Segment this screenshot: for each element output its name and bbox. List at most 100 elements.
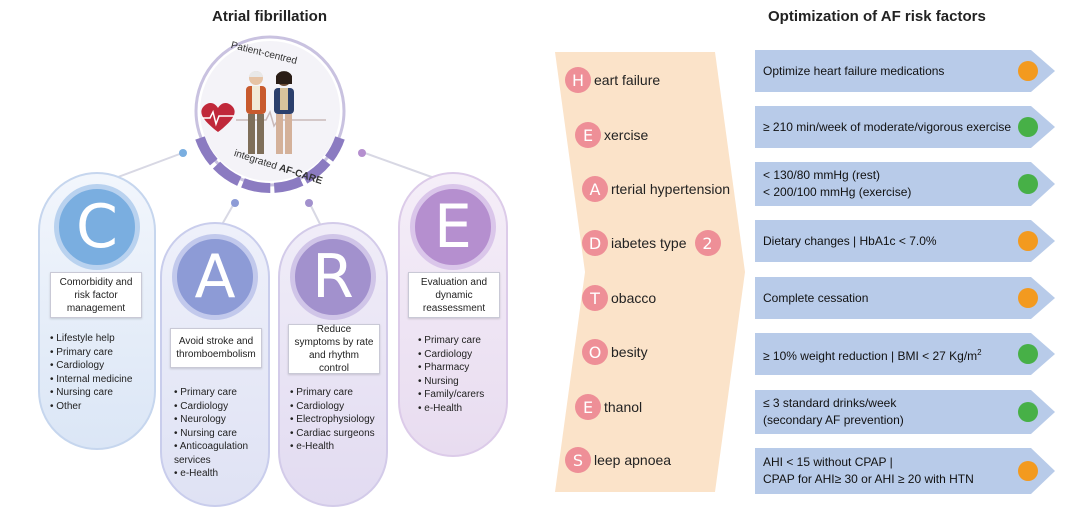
target-tobacco: Complete cessation <box>755 277 1055 319</box>
risk-factor-letter: E <box>575 394 601 420</box>
risk-factor-letter: D <box>582 230 608 256</box>
pillar-r-description: Reduce symptoms by rate and rhythm contr… <box>288 324 380 374</box>
pillar-a-list: Primary care Cardiology Neurology Nursin… <box>174 386 266 481</box>
pillar-r-list: Primary care Cardiology Electrophysiolog… <box>290 386 375 454</box>
pillar-e-list: Primary care Cardiology Pharmacy Nursing… <box>418 334 484 415</box>
pillar-c: C Comorbidity and risk factor management… <box>38 172 156 450</box>
risk-factor-diabetes: D iabetes type 2 <box>582 228 724 258</box>
list-item: Internal medicine <box>50 373 132 387</box>
pillar-r: R Reduce symptoms by rate and rhythm con… <box>278 222 388 507</box>
target-sleep-apnoea: AHI < 15 without CPAP | CPAP for AHI≥ 30 … <box>755 448 1055 494</box>
risk-factor-label: iabetes type <box>611 235 687 251</box>
connector-dot-e <box>358 149 366 157</box>
list-item: Cardiology <box>50 359 132 373</box>
list-item: Nursing care <box>50 386 132 400</box>
list-item: Nursing care <box>174 427 266 441</box>
pillar-r-letter: R <box>290 234 376 320</box>
target-hypertension: < 130/80 mmHg (rest) < 200/100 mmHg (exer… <box>755 162 1055 206</box>
target-superscript: 2 <box>977 347 982 357</box>
risk-factor-exercise: E xercise <box>575 120 648 150</box>
target-line: Complete cessation <box>763 290 869 305</box>
status-dot-green <box>1018 344 1038 364</box>
list-item: Cardiology <box>418 348 484 362</box>
list-item: Cardiac surgeons <box>290 427 374 441</box>
target-line: CPAP for AHI≥ 30 or AHI ≥ 20 with HTN <box>763 472 974 486</box>
target-exercise: ≥ 210 min/week of moderate/vigorous exer… <box>755 106 1055 148</box>
status-dot-orange <box>1018 61 1038 81</box>
risk-factor-heart-failure: H eart failure <box>565 65 660 95</box>
list-item: Primary care <box>174 386 266 400</box>
pillar-a: A Avoid stroke and thromboembolism Prima… <box>160 222 270 507</box>
target-heart-failure: Optimize heart failure medications <box>755 50 1055 92</box>
list-item: Pharmacy <box>418 361 484 375</box>
heart-icon <box>201 102 235 132</box>
status-dot-orange <box>1018 288 1038 308</box>
risk-factor-label: rterial hypertension <box>611 181 731 197</box>
list-item: e-Health <box>290 440 375 454</box>
target-line: < 200/100 mmHg (exercise) <box>763 185 912 199</box>
risk-factor-label: besity <box>611 344 648 360</box>
pillar-a-description: Avoid stroke and thromboembolism <box>170 328 262 368</box>
risk-factor-label: eart failure <box>594 72 661 88</box>
target-line: Dietary changes | HbA1c < 7.0% <box>763 233 937 248</box>
list-item: Other <box>50 400 132 414</box>
target-line: ≥ 10% weight reduction | BMI < 27 Kg/m <box>763 348 978 363</box>
list-item: Primary care <box>418 334 484 348</box>
risk-factor-label: thanol <box>604 399 643 415</box>
pillar-e-letter: E <box>410 184 496 270</box>
status-dot-green <box>1018 174 1038 194</box>
risk-factor-ethanol: E thanol <box>575 392 642 422</box>
risk-factor-label: obacco <box>611 290 657 306</box>
connector-dot-c <box>179 149 187 157</box>
list-item: Lifestyle help <box>50 332 132 346</box>
list-item: Cardiology <box>174 400 266 414</box>
target-line: (secondary AF prevention) <box>763 413 904 427</box>
connector-dot-a <box>231 199 239 207</box>
risk-factor-label: leep apnoea <box>594 452 672 468</box>
status-dot-green <box>1018 117 1038 137</box>
left-title: Atrial fibrillation <box>212 8 328 25</box>
list-item: e-Health <box>418 402 484 416</box>
risk-factor-letter: E <box>575 122 601 148</box>
list-item: Primary care <box>50 346 132 360</box>
risk-factor-label: xercise <box>604 127 649 143</box>
risk-factor-letter: H <box>565 67 591 93</box>
risk-factor-hypertension: A rterial hypertension <box>582 174 730 204</box>
status-dot-orange <box>1018 461 1038 481</box>
list-item: e-Health <box>174 467 266 481</box>
pillar-a-letter: A <box>172 234 258 320</box>
target-line: < 130/80 mmHg (rest) <box>763 168 881 182</box>
risk-factor-letter: T <box>582 285 608 311</box>
risk-factor-chevron <box>555 52 745 492</box>
target-diabetes: Dietary changes | HbA1c < 7.0% <box>755 220 1055 262</box>
list-item: Anticoagulation services <box>174 440 266 467</box>
target-ethanol: ≤ 3 standard drinks/week (secondary AF pr… <box>755 390 1055 434</box>
target-line: ≤ 3 standard drinks/week <box>763 396 897 410</box>
diabetes-type-number: 2 <box>694 230 721 256</box>
list-item: Electrophysiology <box>290 413 374 427</box>
pillar-e: E Evaluation and dynamic reassessment Pr… <box>398 172 508 457</box>
status-dot-green <box>1018 402 1038 422</box>
right-title: Optimization of AF risk factors <box>768 8 986 25</box>
list-item: Neurology <box>174 413 266 427</box>
risk-factor-obesity: O besity <box>582 337 648 367</box>
pillar-e-description: Evaluation and dynamic reassessment <box>408 272 500 318</box>
pillar-c-description: Comorbidity and risk factor management <box>50 272 142 318</box>
connector-dot-r <box>305 199 313 207</box>
risk-factor-letter: S <box>565 447 591 473</box>
list-item: Family/carers <box>418 388 484 402</box>
risk-factor-letter: O <box>582 339 608 365</box>
list-item: Cardiology <box>290 400 375 414</box>
patient-couple-icon <box>246 70 294 154</box>
target-line: AHI < 15 without CPAP | <box>763 455 893 469</box>
risk-factor-sleep-apnoea: S leep apnoea <box>565 445 671 475</box>
pillar-c-list: Lifestyle help Primary care Cardiology I… <box>50 332 132 413</box>
list-item: Primary care <box>290 386 375 400</box>
risk-factor-tobacco: T obacco <box>582 283 656 313</box>
target-line: Optimize heart failure medications <box>763 63 945 78</box>
target-obesity: ≥ 10% weight reduction | BMI < 27 Kg/m2 <box>755 333 1055 375</box>
status-dot-orange <box>1018 231 1038 251</box>
pillar-c-letter: C <box>54 184 140 270</box>
risk-factor-letter: A <box>582 176 608 202</box>
list-item: Nursing <box>418 375 484 389</box>
